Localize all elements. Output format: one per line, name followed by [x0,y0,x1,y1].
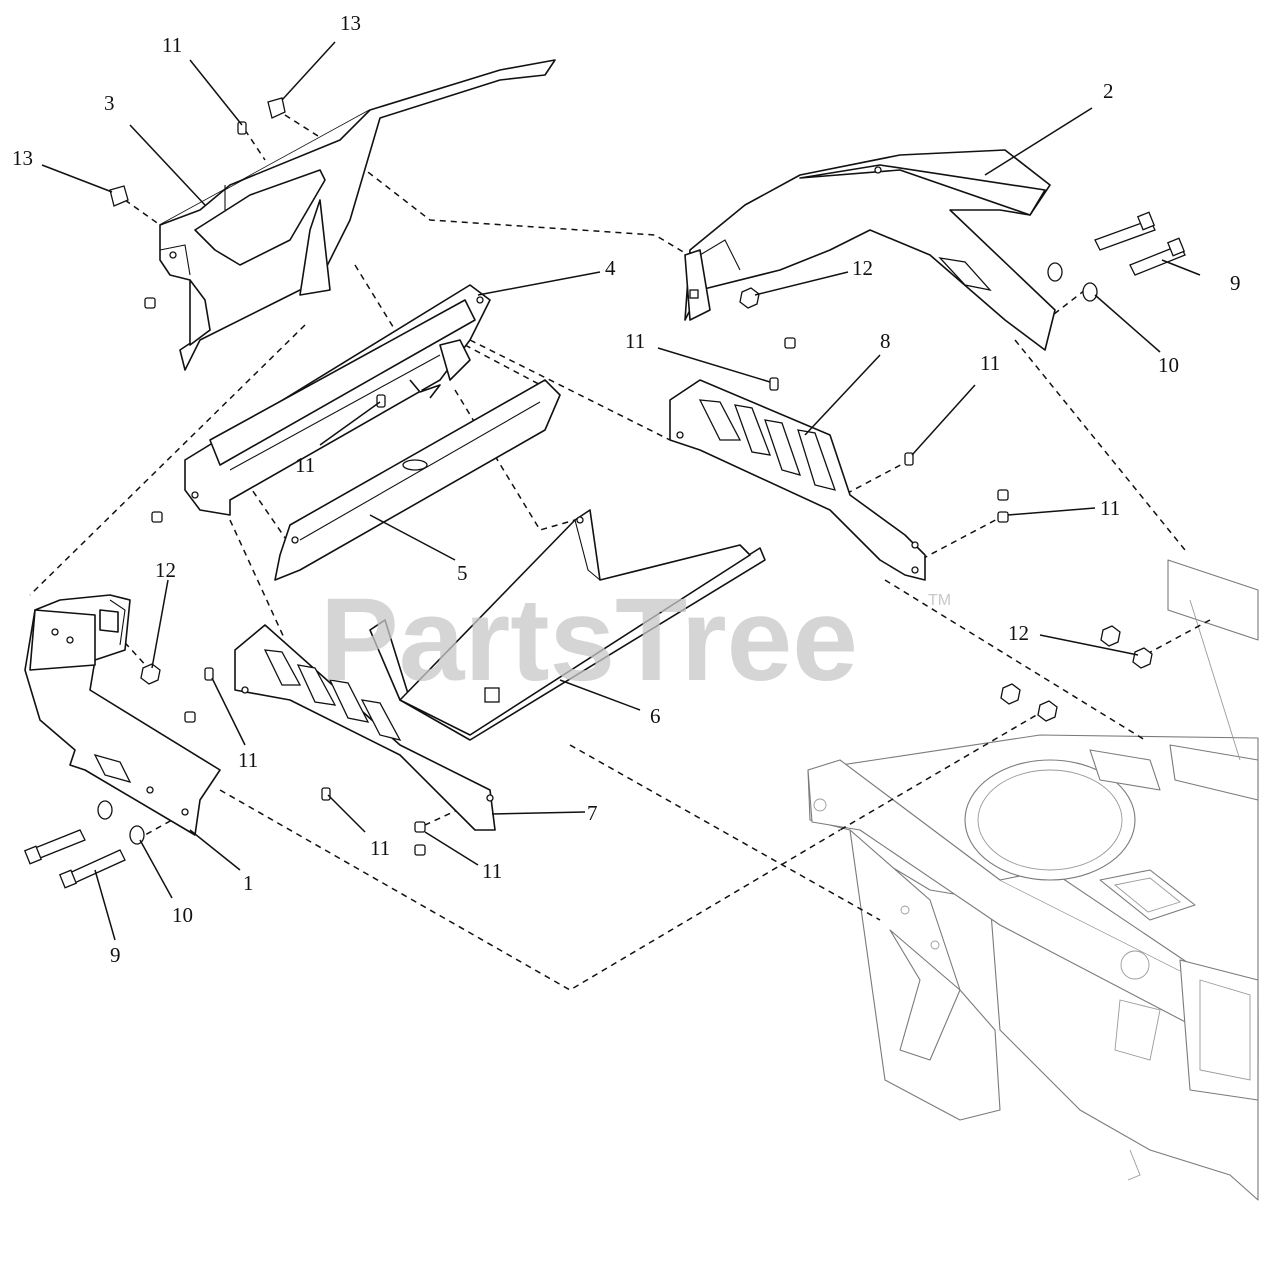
part-8-right-vent-panel [669,379,926,581]
part-6-lower-pan [369,509,766,741]
callout-12: 12 [155,558,176,582]
callout-11: 11 [980,351,1000,375]
callout-11: 11 [625,329,645,353]
part-7-left-vent-panel [234,624,496,831]
callout-labels: 3 11 13 13 2 4 12 9 10 11 8 11 11 5 11 1… [12,11,1241,967]
hardware [23,97,1186,889]
callout-9: 9 [110,943,121,967]
callout-7: 7 [587,801,598,825]
callout-4: 4 [605,256,616,280]
callout-11: 11 [1100,496,1120,520]
part-2-right-upper-fender [684,149,1056,351]
callout-5: 5 [457,561,468,585]
callout-12: 12 [1008,621,1029,645]
callout-11: 11 [162,33,182,57]
callout-13: 13 [340,11,361,35]
callout-10: 10 [1158,353,1179,377]
watermark-trademark: TM [928,592,951,609]
callout-6: 6 [650,704,661,728]
parts-tree-watermark: PartsTree TM [320,574,951,706]
callout-12: 12 [852,256,873,280]
callout-1: 1 [243,871,254,895]
callout-2: 2 [1103,79,1114,103]
mower-frame [807,559,1259,1201]
part-4-support-channel [184,284,491,516]
callout-3: 3 [104,91,115,115]
callout-9: 9 [1230,271,1241,295]
part-3-left-upper-fender [159,59,556,371]
watermark-text: PartsTree [320,574,858,706]
callout-13: 13 [12,146,33,170]
callout-11: 11 [482,859,502,883]
callout-11: 11 [238,748,258,772]
callout-10: 10 [172,903,193,927]
callout-11: 11 [370,836,390,860]
leader-lines [41,41,1201,941]
part-1-left-lower-fender [24,594,221,836]
callout-11: 11 [295,453,315,477]
callout-8: 8 [880,329,891,353]
part-5-cross-plate [274,379,561,581]
